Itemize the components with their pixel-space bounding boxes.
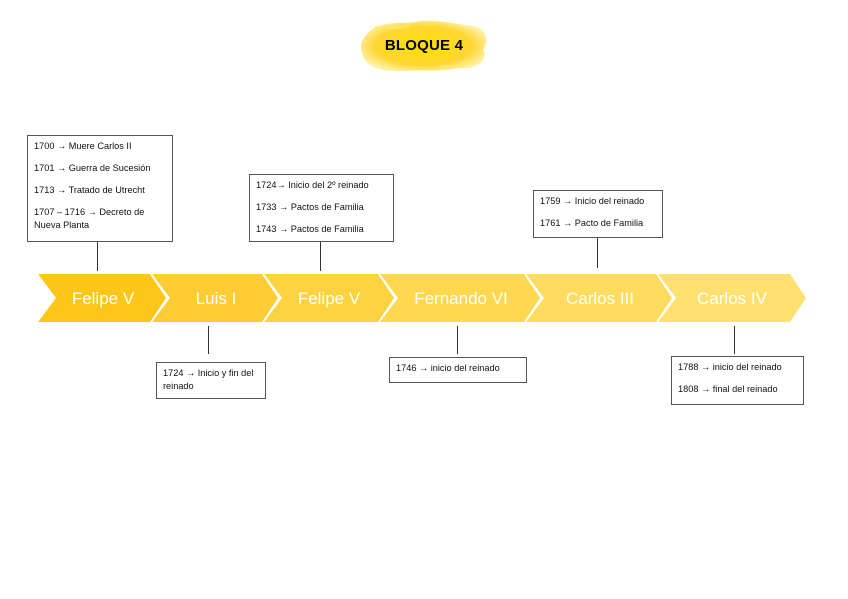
connector-line	[734, 326, 735, 354]
event-item: 1733 → Pactos de Familia	[256, 202, 364, 212]
connector-line	[457, 326, 458, 354]
event-item: 1701 → Guerra de Sucesión	[34, 163, 151, 173]
reign-label-luis-i: Luis I	[195, 289, 237, 308]
reign-label-felipe-v-2: Felipe V	[297, 289, 361, 308]
event-item: 1724→ Inicio del 2º reinado	[256, 180, 369, 190]
events-box-carlos-iii: 1759 → Inicio del reinado 1761 → Pacto d…	[533, 190, 663, 238]
reign-label-felipe-v-1: Felipe V	[71, 289, 135, 308]
event-item: 1700 → Muere Carlos II	[34, 141, 132, 151]
connector-line	[208, 326, 209, 354]
event-item: 1707 – 1716 → Decreto de Nueva Planta	[34, 207, 145, 230]
event-item: 1746 → inicio del reinado	[396, 363, 500, 373]
connector-line	[97, 242, 98, 271]
title-badge: BLOQUE 4	[355, 14, 493, 76]
events-box-felipe-v-2: 1724→ Inicio del 2º reinado 1733 → Pacto…	[249, 174, 394, 242]
event-item: 1761 → Pacto de Familia	[540, 218, 644, 228]
event-item: 1713 → Tratado de Utrecht	[34, 185, 145, 195]
yellow-brush-blob	[360, 20, 487, 72]
events-box-luis-i: 1724 → Inicio y fin del reinado	[156, 362, 266, 399]
connector-line	[597, 238, 598, 268]
events-box-felipe-v-1: 1700 → Muere Carlos II 1701 → Guerra de …	[27, 135, 173, 242]
events-box-fernando-vi: 1746 → inicio del reinado	[389, 357, 527, 383]
event-item: 1788 → inicio del reinado	[678, 362, 782, 372]
event-item: 1743 → Pactos de Familia	[256, 224, 364, 234]
connector-line	[320, 242, 321, 271]
page-title: BLOQUE 4	[384, 36, 464, 54]
reign-label-carlos-iv: Carlos IV	[697, 289, 767, 308]
reign-label-carlos-iii: Carlos III	[565, 289, 635, 308]
event-item: 1808 → final del reinado	[678, 384, 778, 394]
events-box-carlos-iv: 1788 → inicio del reinado 1808 → final d…	[671, 356, 804, 405]
event-item: 1724 → Inicio y fin del reinado	[163, 368, 254, 391]
reign-label-fernando-vi: Fernando VI	[414, 289, 508, 308]
event-item: 1759 → Inicio del reinado	[540, 196, 645, 206]
